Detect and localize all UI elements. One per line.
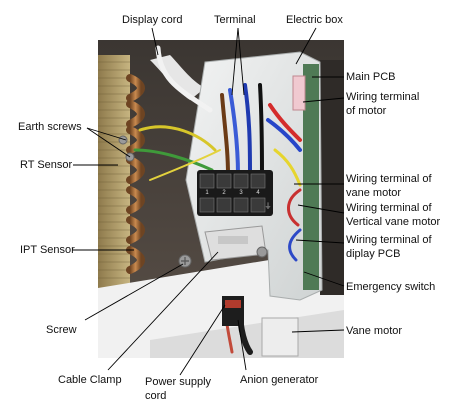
label-wiring-vertical-vane-line1: Wiring terminal of — [346, 202, 432, 214]
label-cable-clamp: Cable Clamp — [58, 374, 122, 386]
cable-clamp-part — [204, 225, 267, 261]
label-wiring-terminal-motor-line1: Wiring terminal — [346, 91, 420, 103]
label-wiring-display-pcb-line1: Wiring terminal of — [346, 234, 432, 246]
label-wiring-vane-motor-line2: vane motor — [346, 187, 402, 199]
label-display-cord: Display cord — [122, 14, 183, 26]
terminal-block: 1 2 3 4 ⏚ — [197, 170, 273, 216]
vane-motor-part — [261, 317, 299, 357]
label-ipt-sensor: IPT Sensor — [20, 244, 75, 256]
leader-lines — [72, 27, 345, 376]
label-wiring-vertical-vane-line2: Vertical vane motor — [346, 216, 441, 228]
label-wiring-display-pcb-line2: diplay PCB — [346, 248, 401, 260]
anion-generator-part — [222, 296, 244, 326]
terminal-number: 3 — [239, 190, 243, 196]
label-terminal: Terminal — [214, 14, 256, 26]
label-electric-box: Electric box — [286, 14, 343, 26]
label-wiring-terminal-motor-line2: of motor — [346, 105, 387, 117]
label-vane-motor: Vane motor — [346, 325, 403, 337]
label-screw: Screw — [46, 324, 77, 336]
terminal-earth-symbol: ⏚ — [265, 202, 272, 210]
label-rt-sensor: RT Sensor — [20, 159, 73, 171]
label-emergency-switch: Emergency switch — [346, 281, 436, 293]
terminal-number: 2 — [222, 190, 226, 196]
label-anion-generator: Anion generator — [240, 374, 319, 386]
label-power-supply-cord-line2: cord — [145, 390, 167, 402]
label-wiring-vane-motor-line1: Wiring terminal of — [346, 173, 432, 185]
label-power-supply-cord-line1: Power supply — [145, 376, 212, 388]
label-main-pcb: Main PCB — [346, 71, 396, 83]
terminal-number: 1 — [205, 190, 209, 196]
label-earth-screws: Earth screws — [18, 121, 82, 133]
terminal-number: 4 — [256, 190, 260, 196]
